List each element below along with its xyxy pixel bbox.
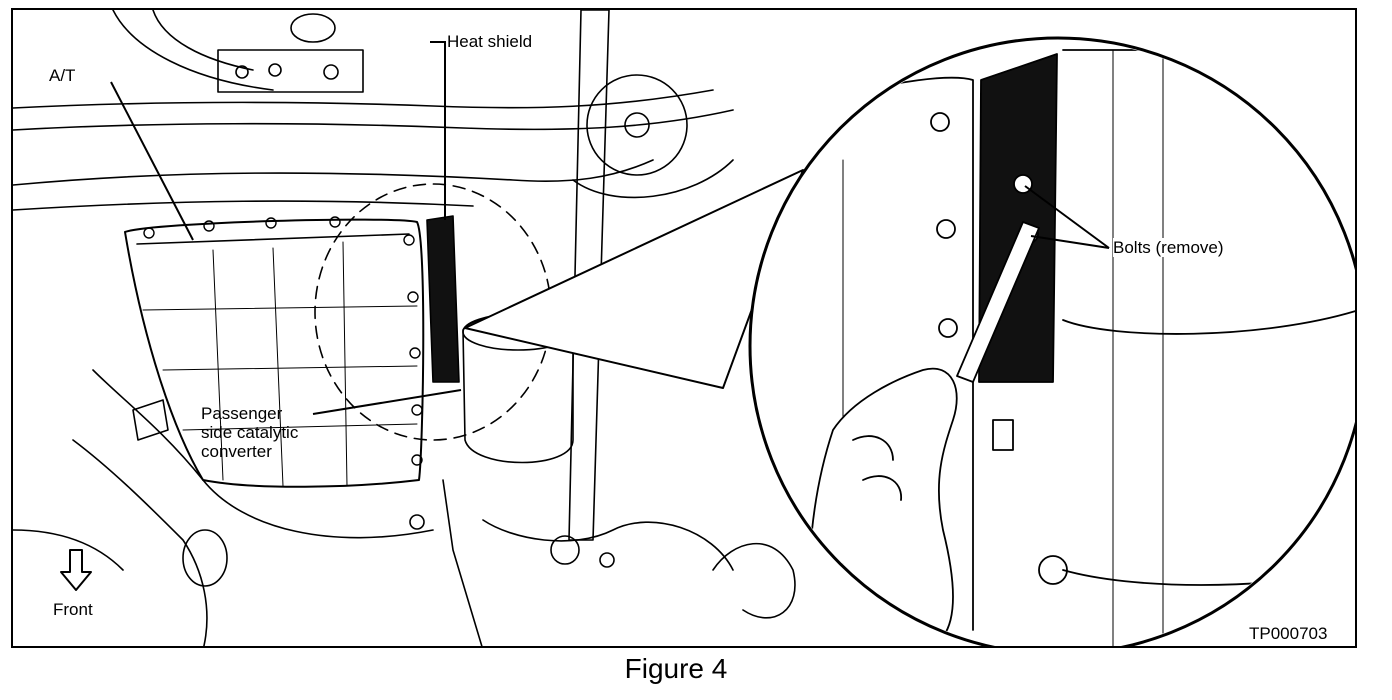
body-line xyxy=(572,159,734,199)
figure-id-code: TP000703 xyxy=(1249,624,1328,643)
at-label: A/T xyxy=(49,66,76,85)
pipe-flange xyxy=(182,529,228,587)
bracket-line xyxy=(482,519,734,571)
housing-line xyxy=(92,369,434,539)
heat-shield-small xyxy=(426,215,460,383)
sensor-connector xyxy=(712,542,796,619)
bolt-head xyxy=(409,514,425,530)
pan-bolts xyxy=(143,216,423,466)
leader-bolt-upper xyxy=(1024,185,1110,249)
oil-pan xyxy=(124,218,425,488)
converter-label-line3: converter xyxy=(201,442,272,461)
leader-at xyxy=(110,81,194,241)
leader-heat-shield xyxy=(430,41,446,220)
brake-line xyxy=(442,479,483,646)
crossmember-line xyxy=(13,109,734,131)
housing-line xyxy=(13,529,124,571)
undercarriage-illustration xyxy=(13,10,1355,646)
bolt-head xyxy=(599,552,615,568)
pan-bolt-zoom xyxy=(936,219,956,239)
frame-line xyxy=(152,10,254,71)
converter-rib xyxy=(1112,49,1164,646)
front-label: Front xyxy=(53,600,93,619)
exhaust-pipe xyxy=(72,439,208,646)
pan-rib xyxy=(212,241,348,487)
crossmember-line xyxy=(13,200,474,211)
figure-caption: Figure 4 xyxy=(624,653,728,684)
converter-label: Passenger side catalytic converter xyxy=(201,404,298,461)
oil-pan-flange xyxy=(136,233,410,245)
bracket-zoom xyxy=(992,419,1014,451)
front-arrow-icon xyxy=(60,549,92,591)
pan-bolt-zoom xyxy=(938,318,958,338)
crossmember-line xyxy=(13,89,714,109)
finger xyxy=(852,435,902,501)
leader-lines xyxy=(110,41,1110,415)
heat-shield-label: Heat shield xyxy=(447,32,533,51)
leader-bolt-lower xyxy=(1030,235,1110,249)
figure-frame: A/T Heat shield Bolts (remove) Passenger… xyxy=(11,8,1357,648)
bolt-zoom xyxy=(1038,555,1068,585)
pan-bolt-zoom xyxy=(930,112,950,132)
stud xyxy=(323,64,339,80)
mount-bracket xyxy=(217,49,364,93)
converter-label-line2: side catalytic xyxy=(201,423,299,442)
bushing xyxy=(550,535,580,565)
leader-converter xyxy=(312,389,462,415)
shock-mount xyxy=(586,74,688,176)
stud xyxy=(268,63,282,77)
wrench xyxy=(956,221,1040,383)
mount-rubber xyxy=(290,13,336,43)
frame-line xyxy=(112,10,274,91)
crossmember-line xyxy=(13,159,654,186)
sensor xyxy=(132,399,169,441)
converter-label-line1: Passenger xyxy=(201,404,283,423)
bolts-label: Bolts (remove) xyxy=(1113,238,1224,257)
shock-mount-nut xyxy=(624,112,650,138)
stud xyxy=(235,65,249,79)
